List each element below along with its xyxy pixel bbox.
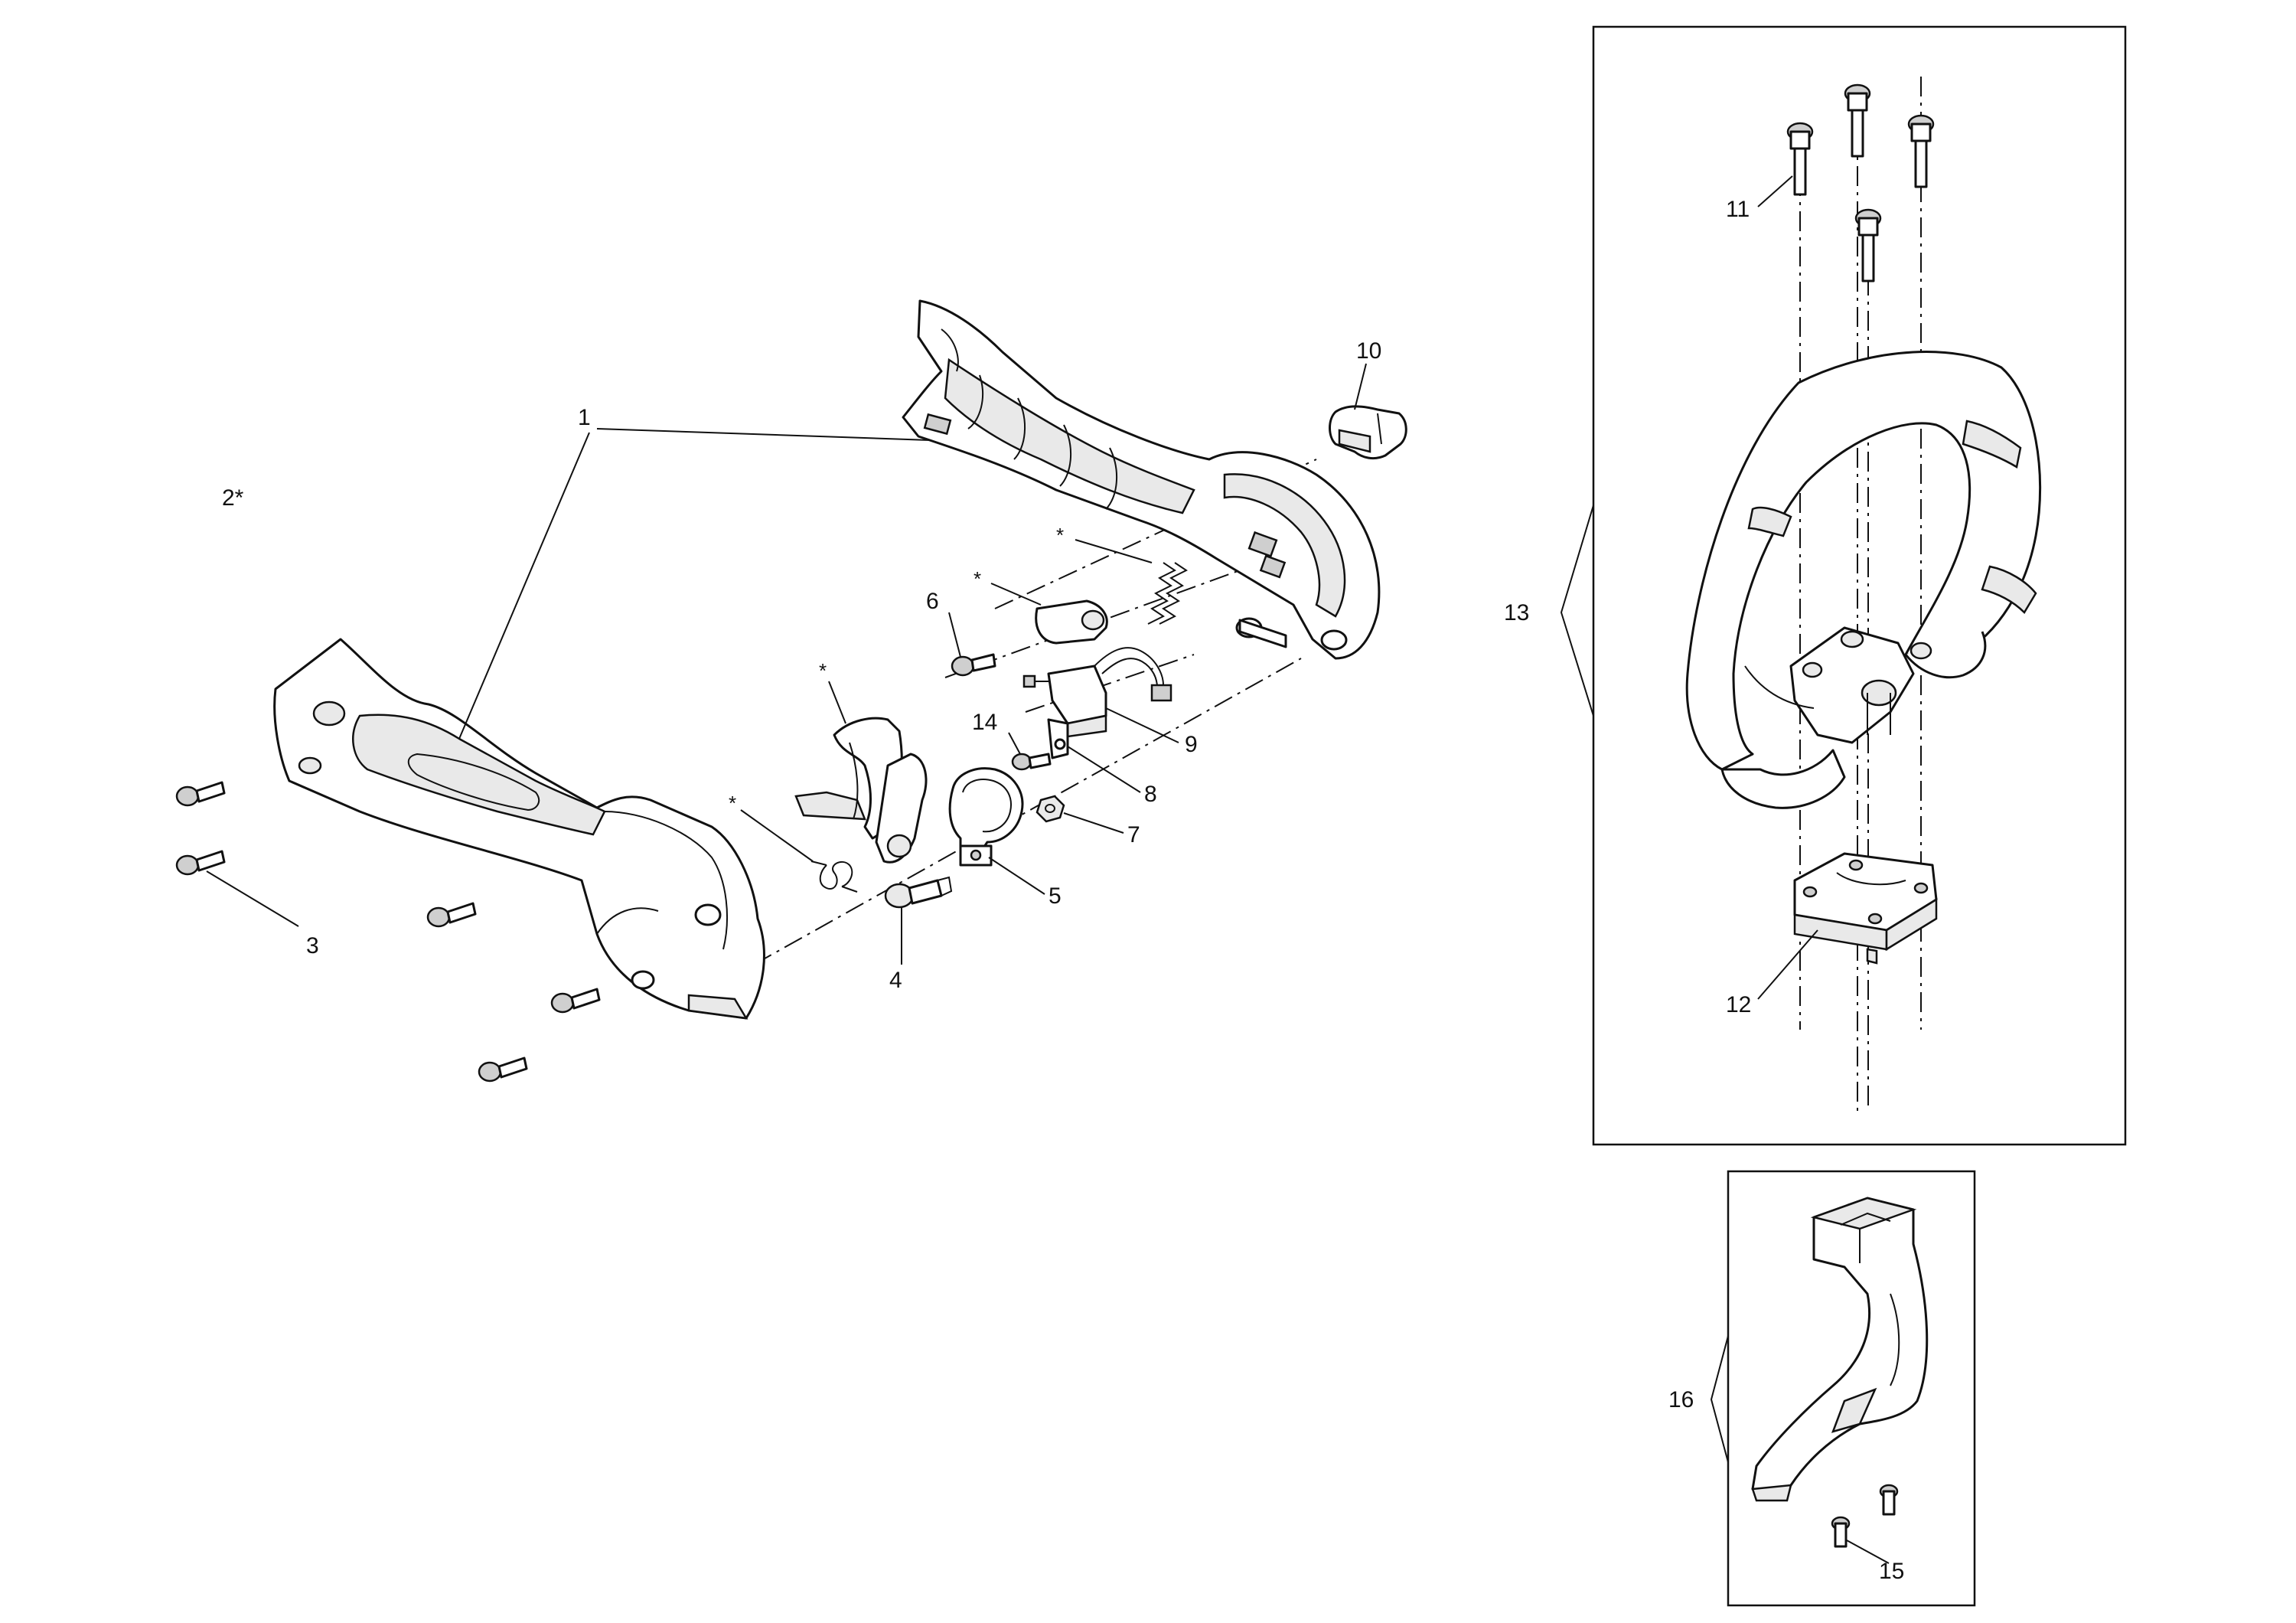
- callout-14: 14: [972, 710, 997, 735]
- callout-13: 13: [1504, 600, 1529, 625]
- handle-housing-lower-half: [273, 638, 765, 1020]
- asterisk-coil: *: [1056, 524, 1064, 547]
- leader-14: [1008, 732, 1021, 755]
- leader-8: [1067, 746, 1141, 793]
- callout-6: 6: [926, 589, 939, 614]
- callout-1: 1: [578, 405, 591, 430]
- screw-part-3-b: [175, 850, 226, 876]
- leader-1-a: [596, 428, 931, 441]
- screw-part-14: [1011, 753, 1052, 771]
- screw-part-15-a: [1831, 1516, 1851, 1548]
- bolt-part-11-d: [1854, 208, 1882, 282]
- plate-part-8: [1047, 718, 1069, 759]
- leader-7: [1063, 812, 1124, 834]
- callout-8: 8: [1144, 782, 1157, 807]
- leader-star-coil: [1075, 539, 1153, 563]
- asterisk-spring: *: [729, 792, 736, 815]
- clamp-part-5: [948, 767, 1024, 867]
- bracket-16: [1710, 1335, 1729, 1463]
- asterisk-lock: *: [974, 567, 981, 590]
- leader-12: [1757, 929, 1818, 1000]
- callout-5: 5: [1049, 883, 1062, 909]
- asterisk-trigger: *: [819, 659, 827, 682]
- frame-handle-lever-kit: [1727, 1170, 1976, 1607]
- torsion-spring: [810, 860, 858, 893]
- catch-part-10: [1329, 405, 1407, 460]
- screw-part-3-d: [550, 988, 601, 1014]
- leader-star-spring: [740, 809, 814, 862]
- frame-loop-handle-kit: [1592, 25, 2127, 1146]
- axis-line-switch: [1025, 654, 1195, 713]
- leader-6: [948, 612, 961, 658]
- callout-15: 15: [1879, 1559, 1904, 1584]
- compression-spring: [1147, 562, 1188, 625]
- screw-part-15-b: [1879, 1484, 1899, 1516]
- callout-3: 3: [306, 933, 319, 958]
- callout-10: 10: [1356, 338, 1381, 364]
- screw-part-6: [951, 653, 996, 677]
- throttle-trigger: [794, 717, 928, 864]
- handle-housing-upper-half: [902, 299, 1381, 660]
- bolt-part-11-c: [1907, 114, 1935, 188]
- callout-2: 2*: [222, 485, 244, 511]
- leader-11: [1757, 175, 1793, 207]
- callout-7: 7: [1127, 822, 1140, 847]
- throttle-lock-part: [1035, 599, 1108, 645]
- leader-star-trigger: [828, 681, 846, 724]
- callout-16: 16: [1668, 1387, 1694, 1412]
- loop-handle-part-13: [1685, 351, 2042, 809]
- leader-9: [1105, 707, 1179, 743]
- screw-part-3-e: [478, 1056, 528, 1083]
- callout-12: 12: [1726, 992, 1751, 1017]
- shoulder-screw-part-4: [884, 876, 953, 909]
- bolt-part-11-a: [1786, 122, 1814, 196]
- leader-3: [206, 870, 299, 927]
- handle-lever-part-16: [1751, 1197, 1929, 1502]
- leader-star-lock: [990, 583, 1042, 606]
- callout-4: 4: [889, 968, 902, 993]
- bracket-13: [1560, 505, 1594, 717]
- leader-1-b: [458, 432, 590, 740]
- leader-15: [1846, 1540, 1890, 1564]
- nut-part-7: [1035, 795, 1065, 823]
- callout-9: 9: [1185, 732, 1198, 757]
- screw-part-3-c: [426, 902, 477, 928]
- screw-part-3-a: [175, 781, 226, 807]
- leader-5: [988, 857, 1045, 895]
- handle-clamp-part-12: [1793, 852, 1938, 965]
- bolt-part-11-b: [1844, 83, 1871, 158]
- stop-switch-part-9: [1022, 647, 1172, 738]
- leader-10: [1354, 363, 1367, 410]
- callout-11: 11: [1726, 197, 1750, 222]
